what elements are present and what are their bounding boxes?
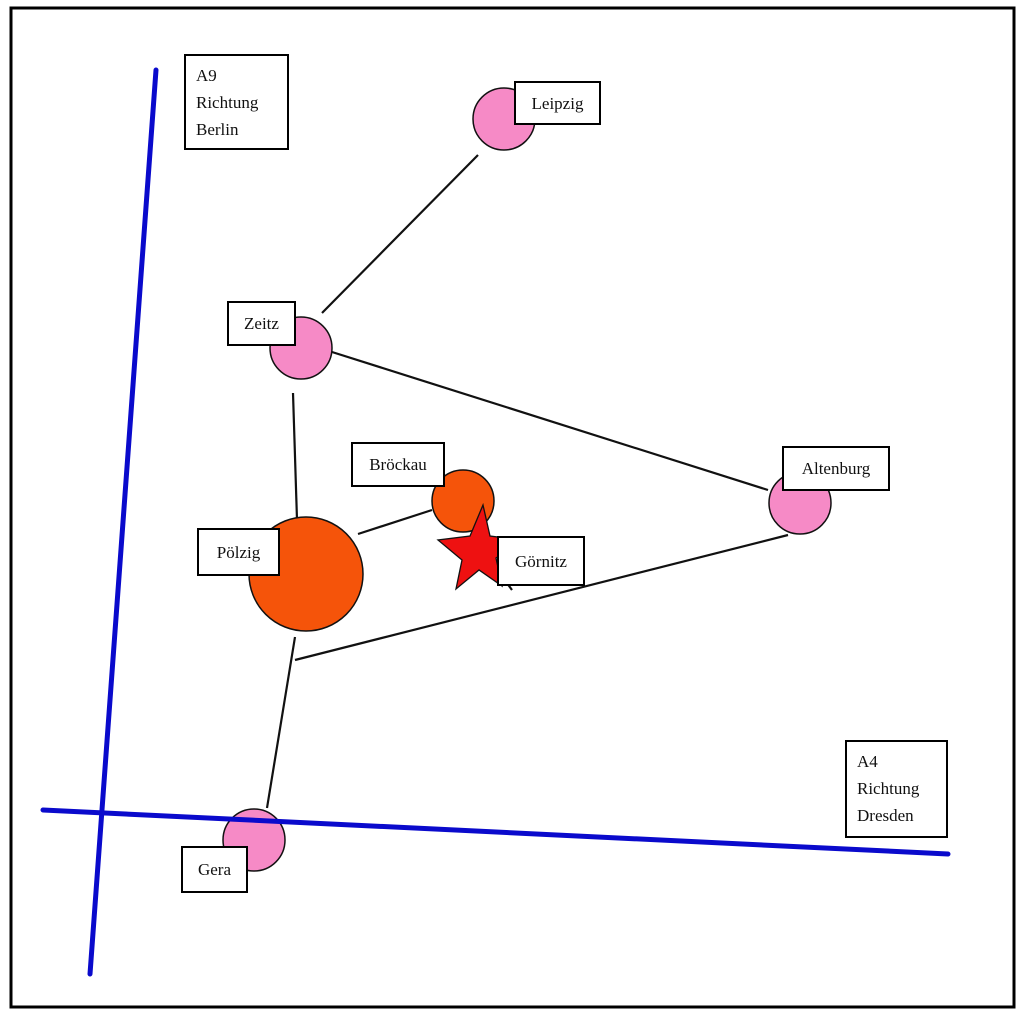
road-poelzig-gera (265, 636, 297, 809)
road-junction-altenburg (294, 533, 789, 662)
place-label-gera-text: Gera (197, 860, 232, 879)
place-label-leipzig[interactable]: Leipzig (514, 81, 601, 125)
highway-a9-line-2: Richtung (196, 93, 259, 112)
place-label-poelzig-text: Pölzig (216, 542, 261, 562)
road-zeitz-altenburg (331, 350, 769, 492)
road-zeitz-leipzig (321, 154, 479, 314)
place-label-goernitz[interactable]: Görnitz (497, 536, 585, 586)
highway-a9-line-1: A9 (196, 66, 217, 85)
road-network (265, 154, 789, 809)
highway-a4 (40, 807, 951, 857)
place-label-gera[interactable]: Gera (181, 846, 248, 893)
place-label-goernitz-text: Görnitz (515, 551, 567, 571)
place-label-broeckau-text: Bröckau (369, 455, 427, 474)
road-poelzig-broeckau (357, 508, 433, 536)
road-zeitz-poelzig (291, 392, 299, 521)
place-label-broeckau[interactable]: Bröckau (351, 442, 445, 487)
place-label-altenburg-text: Altenburg (801, 459, 871, 478)
highway-a9-line-3: Berlin (196, 120, 239, 139)
map-frame (9, 6, 1016, 1009)
place-label-leipzig-text: Leipzig (531, 93, 584, 113)
highway-a4-line-2: Richtung (857, 779, 920, 798)
place-label-poelzig[interactable]: Pölzig (197, 528, 280, 576)
highway-a4-line-3: Dresden (857, 806, 914, 825)
highway-a4-line-1: A4 (857, 752, 878, 771)
place-label-zeitz-text: Zeitz (244, 314, 279, 333)
highway-a4-label: A4 Richtung Dresden (845, 740, 948, 838)
place-label-zeitz[interactable]: Zeitz (227, 301, 296, 346)
place-label-altenburg[interactable]: Altenburg (782, 446, 890, 491)
highway-a9-label: A9 Richtung Berlin (184, 54, 289, 150)
highway-a9 (87, 67, 159, 977)
